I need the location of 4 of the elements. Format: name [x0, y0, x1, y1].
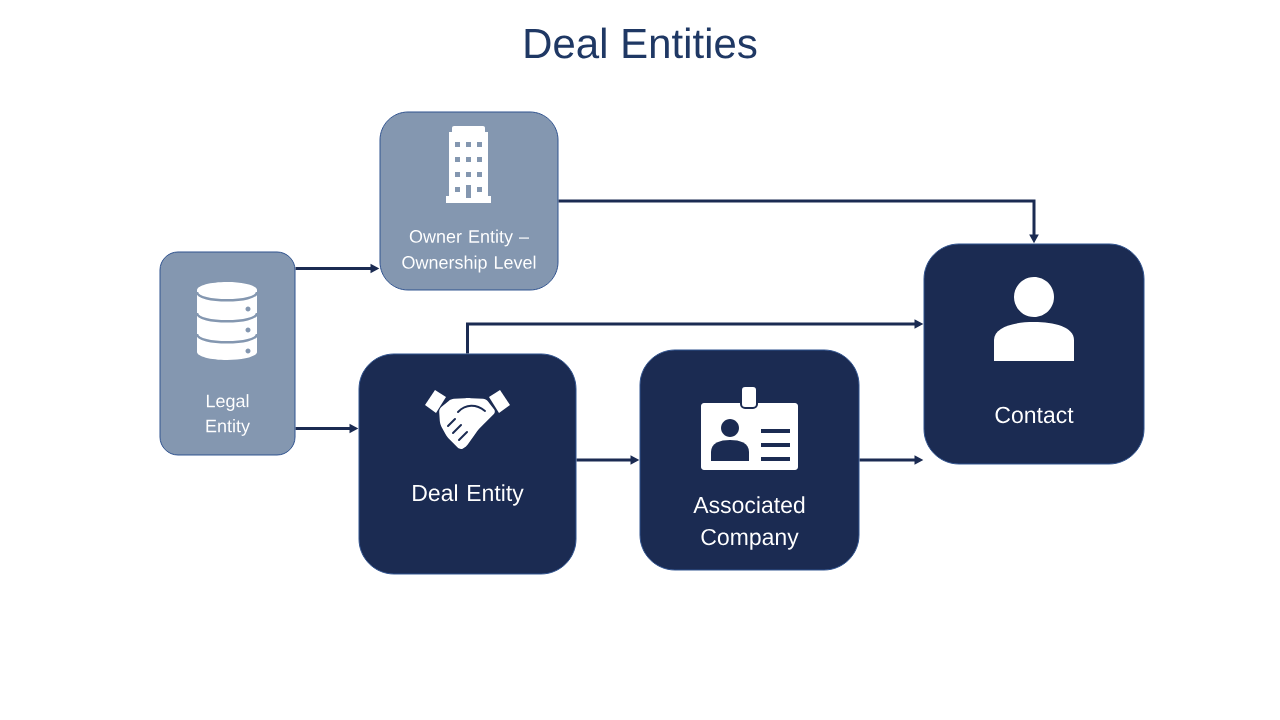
title: Deal Entities [525, 27, 757, 59]
entity-box: Deal Entity [358, 353, 577, 575]
entity-box: Contact [923, 243, 1145, 465]
entity-box: Owner Entity – Ownership Level [379, 111, 559, 291]
